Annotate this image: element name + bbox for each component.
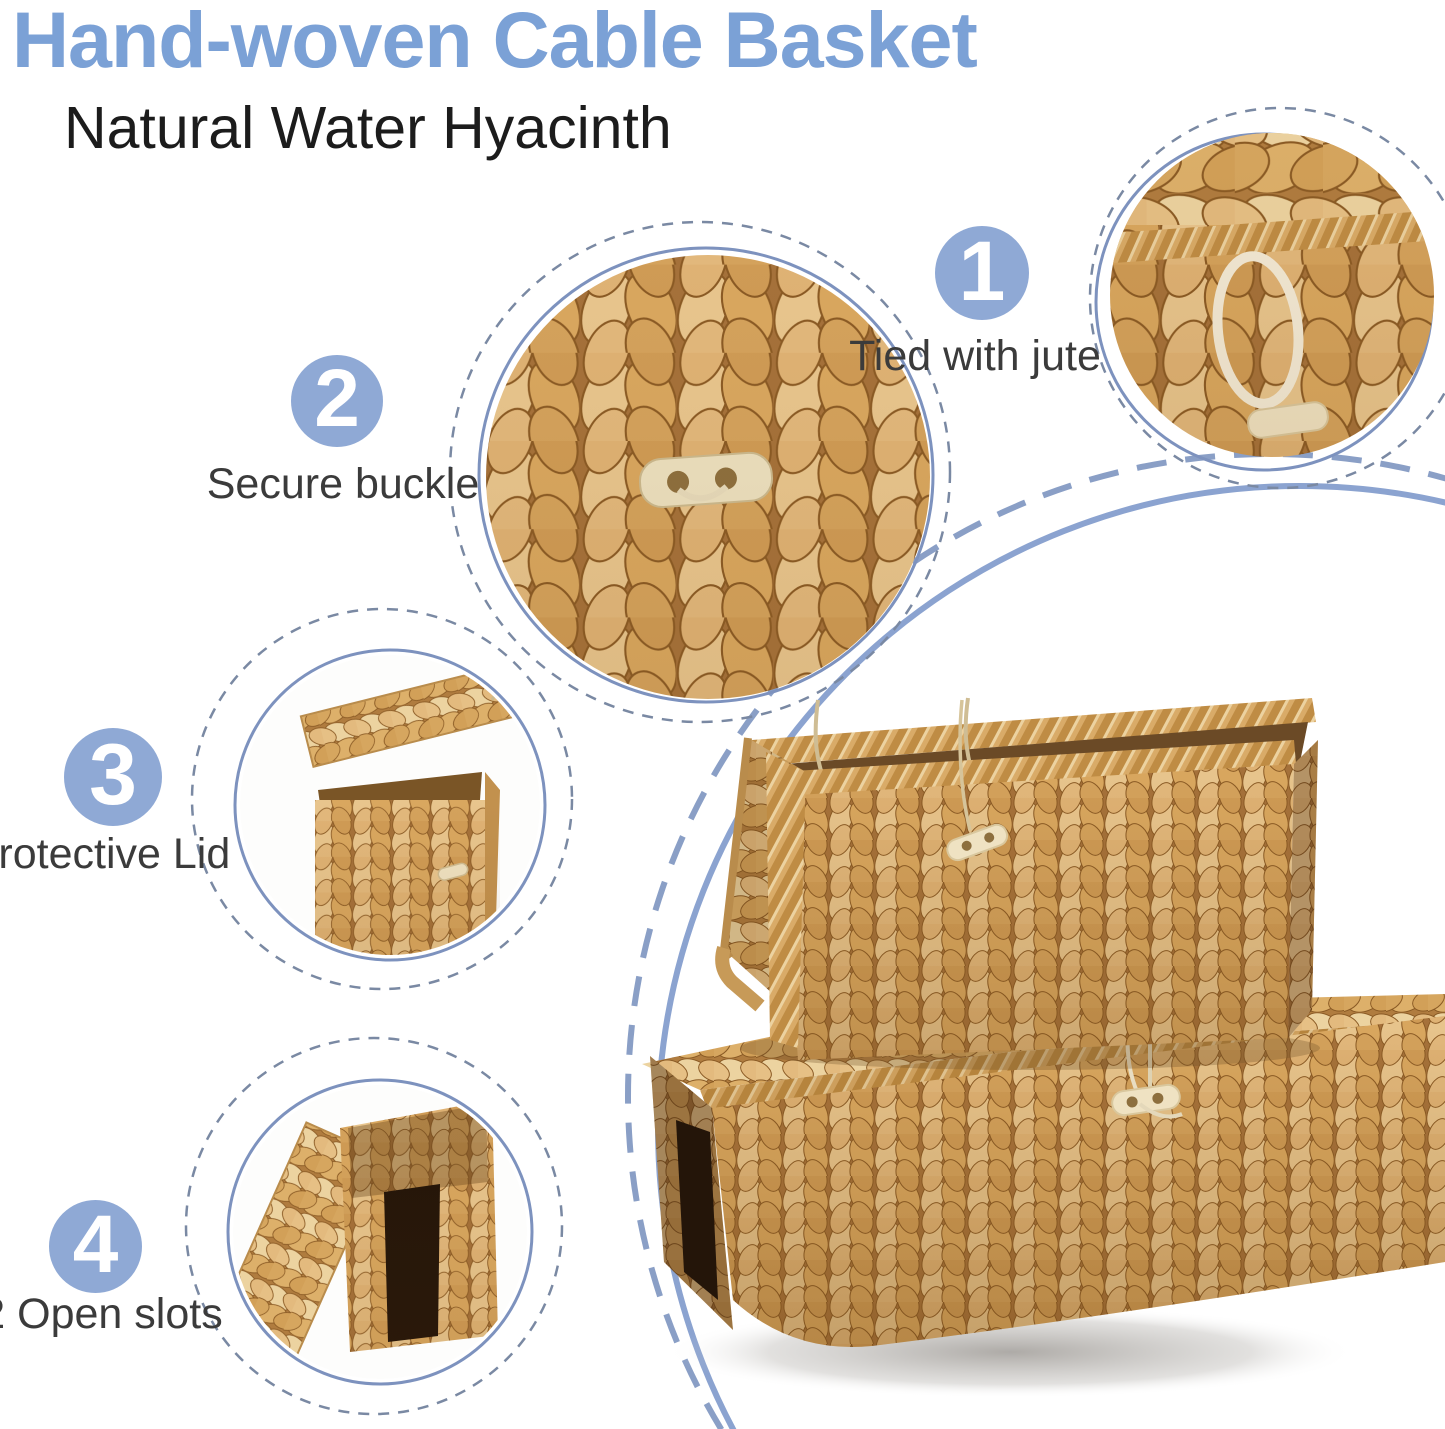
main-product-photo xyxy=(642,697,1445,1398)
callout-1-label: Tied with jute xyxy=(849,332,1101,380)
callout-4-badge: 4 xyxy=(49,1198,142,1293)
callout-4-label: 2 Open slots xyxy=(0,1290,223,1338)
callout-1-badge: 1 xyxy=(935,223,1029,320)
callout-3-number: 3 xyxy=(89,726,137,823)
detail-photo-jute-tie xyxy=(1088,106,1445,490)
detail-photo-slot xyxy=(184,1036,564,1416)
callout-2-label: Secure buckle xyxy=(206,460,480,508)
detail-photo-buckle xyxy=(448,220,952,724)
callout-2-badge: 2 xyxy=(291,353,383,447)
callout-3-badge: 3 xyxy=(64,726,162,826)
callout-3-label: Protective Lid xyxy=(0,830,231,878)
detail-photo-lid xyxy=(190,607,574,991)
callout-1-number: 1 xyxy=(958,223,1006,318)
callout-2-number: 2 xyxy=(314,353,360,444)
page-title: Hand-woven Cable Basket xyxy=(12,0,978,84)
callout-4-number: 4 xyxy=(72,1198,119,1290)
page-subtitle: Natural Water Hyacinth xyxy=(64,95,672,161)
